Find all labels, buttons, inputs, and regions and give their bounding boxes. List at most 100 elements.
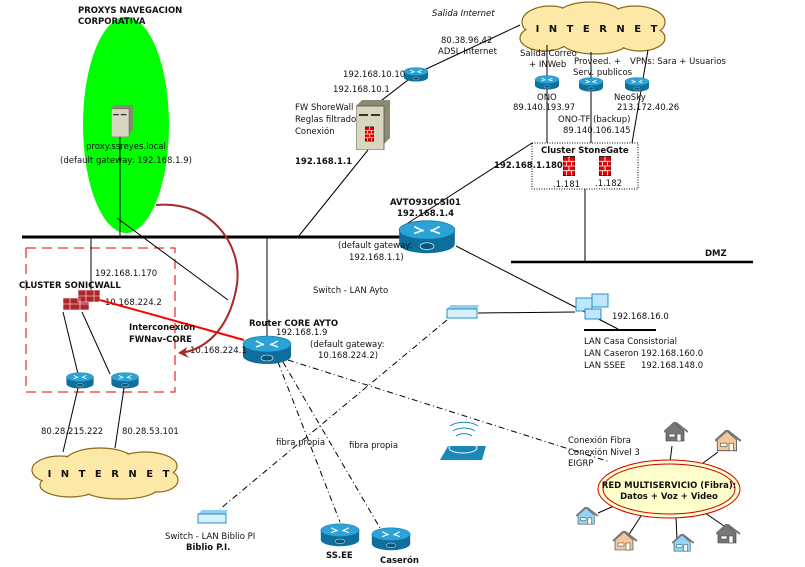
proxy-title: PROXYS NAVEGACION — [78, 6, 182, 16]
house-icon — [612, 531, 638, 551]
lan-workstations-icon[interactable] — [575, 293, 609, 320]
shorewall-line3: Conexión — [295, 126, 335, 137]
house-icon — [671, 534, 695, 552]
core-router-icon[interactable] — [242, 335, 292, 365]
internet-bottom-label: I N T E R N E T — [48, 469, 173, 480]
stonegate-node2-ip: .1.182 — [595, 179, 622, 189]
interconnect-label-1: Interconexión — [129, 322, 195, 333]
ssee-router-icon[interactable] — [320, 523, 360, 547]
biblio-label: Biblio P.I. — [186, 543, 230, 553]
fiber-label-3: EIGRP — [568, 459, 594, 469]
ono-router-icon[interactable] — [534, 75, 560, 90]
avto-gateway-1: (default gateway: — [338, 241, 413, 251]
core-interconnect-ip: 10.168.224.1 — [190, 346, 247, 356]
internet-cloud-top: I N T E R N E T — [519, 1, 666, 55]
lan-ssee: LAN SSEE — [584, 361, 625, 371]
proveed-label-2: Serv. publicos — [573, 68, 633, 78]
wan1-ip: 80.28.215.222 — [41, 427, 103, 437]
core-ip: 192.168.1.9 — [276, 328, 327, 338]
biblio-switch-label: Switch - LAN Biblio PI — [165, 532, 255, 542]
wireless-access-point-icon[interactable] — [440, 421, 486, 460]
stonegate-node1-ip: .1.181 — [553, 180, 580, 190]
caseron-router-icon[interactable] — [371, 527, 411, 551]
shorewall-server-icon[interactable] — [356, 100, 390, 150]
house-icon — [715, 430, 741, 452]
fiber-label-1: Conexión Fibra — [568, 435, 631, 446]
sonicwall-wan2-router-icon[interactable] — [110, 372, 140, 389]
correo-label: Salida Correo — [520, 49, 577, 59]
sonicwall-ip-lan: 192.168.1.170 — [95, 269, 157, 279]
ssee-label: SS.EE — [326, 551, 353, 561]
stonegate-vip: 192.168.1.180 — [494, 161, 563, 171]
lan-caseron-ip: 192.168.160.0 — [641, 349, 703, 359]
stonegate-node2-firewall-icon[interactable] — [599, 156, 611, 176]
house-icon — [664, 422, 688, 442]
shorewall-ip-out1: 192.168.10.10 — [343, 70, 405, 80]
house-icon — [716, 524, 740, 544]
sonicwall-cluster-box — [25, 247, 176, 393]
onotf-router-icon[interactable] — [578, 77, 604, 92]
shorewall-firewall-icon — [365, 126, 374, 142]
proxy-server-icon[interactable] — [111, 105, 133, 137]
stonegate-node1-firewall-icon[interactable] — [563, 156, 575, 176]
neosky-router-icon[interactable] — [624, 77, 650, 92]
lan-casa: LAN Casa Consistorial — [584, 337, 677, 347]
core-gateway-1: (default gateway: — [310, 340, 385, 350]
multiservice-line2: Datos + Voz + Video — [620, 492, 718, 502]
proxy-host: proxy.ssreyes.local — [86, 142, 166, 152]
sonicwall-title: CLUSTER SONICWALL — [19, 281, 121, 291]
multiservice-line1: RED MULTISERVICIO (Fibra): — [602, 481, 736, 491]
stonegate-title: Cluster StoneGate — [541, 146, 629, 156]
routing-arrow — [155, 203, 239, 354]
adsl-router-icon[interactable] — [403, 67, 429, 82]
dmz-label: DMZ — [705, 249, 727, 259]
shorewall-line1: FW ShoreWall — [295, 103, 353, 113]
neosky-label: NeoSky — [614, 93, 646, 103]
wan2-ip: 80.28.53.101 — [122, 427, 179, 437]
interconnect-label-2: FWNav-CORE — [129, 335, 192, 345]
vpn-label: VPNs: Sara + Usuarios — [630, 57, 726, 67]
avto-gateway-2: 192.168.1.1) — [349, 253, 404, 263]
correo-label-2: + INWeb — [529, 60, 566, 70]
internet-cloud-bottom: I N T E R N E T — [31, 447, 179, 500]
internet-label: I N T E R N E T — [536, 24, 661, 35]
adsl-ip: 80.38.96.42 — [441, 36, 492, 46]
fibra-label-2: fibra propia — [349, 441, 398, 451]
neosky-ip: 213.172.40.26 — [617, 103, 679, 113]
ono-ip: 89.140.193.97 — [513, 103, 575, 113]
onotf-label: ONO-TF (backup) — [558, 115, 630, 125]
switch-ayto-icon[interactable] — [446, 305, 479, 319]
switch-ayto-label: Switch - LAN Ayto — [313, 286, 388, 296]
stonegate-cluster-box — [531, 142, 639, 190]
shorewall-line2: Reglas filtrado — [295, 115, 356, 125]
multiservice-network[interactable] — [597, 459, 741, 519]
sonicwall-ip-core: 10.168.224.2 — [105, 298, 162, 308]
biblio-switch-icon[interactable] — [197, 510, 228, 524]
avto-ip: 192.168.1.4 — [397, 209, 454, 219]
salida-internet-label: Salida Internet — [432, 9, 495, 19]
shorewall-ip-out2: 192.168.10.1 — [333, 85, 390, 95]
proxy-gateway: (default gateway: 192.168.1.9) — [60, 156, 192, 166]
avto-name: AVTO930CSI01 — [390, 198, 461, 208]
lan-ssee-ip: 192.168.148.0 — [641, 361, 703, 371]
proveed-label: Proveed. + — [574, 57, 621, 67]
onotf-ip: 89.140.106.145 — [563, 126, 631, 136]
adsl-label: ADSL Internet — [438, 47, 498, 57]
fibra-label-1: fibra propia — [276, 438, 325, 448]
shorewall-ip: 192.168.1.1 — [295, 157, 352, 167]
interconnect-line — [99, 299, 245, 341]
sonicwall-wan1-router-icon[interactable] — [65, 372, 95, 389]
caseron-label: Caserón — [380, 555, 419, 566]
proxy-title-2: CORPORATIVA — [78, 17, 146, 27]
core-name: Router CORE AYTO — [249, 319, 338, 329]
house-icon — [575, 507, 599, 525]
ono-label: ONO — [537, 93, 557, 103]
core-gateway-2: 10.168.224.2) — [318, 351, 378, 361]
sonicwall-firewall-icon[interactable] — [62, 289, 101, 311]
fiber-label-2: Conexión Nivel 3 — [568, 447, 640, 458]
multiservice-network-spokes — [597, 445, 728, 541]
lan-caseron: LAN Caseron — [584, 349, 639, 359]
lan-net: 192.168.16.0 — [612, 312, 669, 322]
